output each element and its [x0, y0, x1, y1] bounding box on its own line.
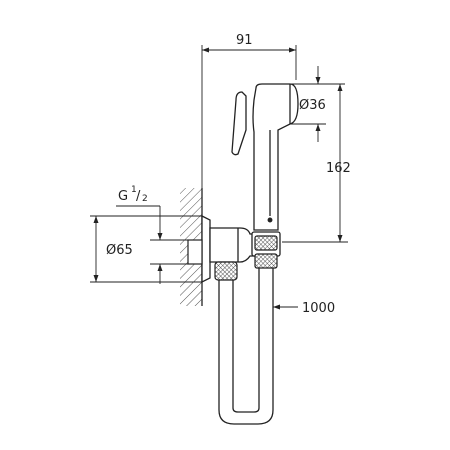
elbow-body — [209, 227, 263, 263]
dim-hose-length-label: 1000 — [302, 301, 335, 316]
thread-letter: G — [118, 189, 128, 204]
thread-slash: / — [136, 189, 141, 204]
dimension-arrows — [93, 47, 343, 310]
hand-spray — [231, 83, 299, 231]
dim-thread-label: G 1 / 2 — [118, 185, 148, 204]
thread-numerator: 1 — [131, 185, 137, 195]
wall-flange — [201, 214, 211, 284]
hose-nut-elbow — [214, 261, 238, 281]
dim-width-label: 91 — [236, 33, 253, 48]
dim-flange-diameter-label: Ø65 — [106, 243, 133, 258]
dim-head-diameter-label: Ø36 — [299, 98, 326, 113]
dimension-lines — [90, 45, 348, 308]
hose-nut-spray — [254, 235, 278, 269]
thread-denominator: 2 — [142, 194, 148, 204]
dim-height-label: 162 — [326, 161, 351, 176]
hose — [218, 268, 274, 425]
thread-stub — [187, 239, 203, 265]
